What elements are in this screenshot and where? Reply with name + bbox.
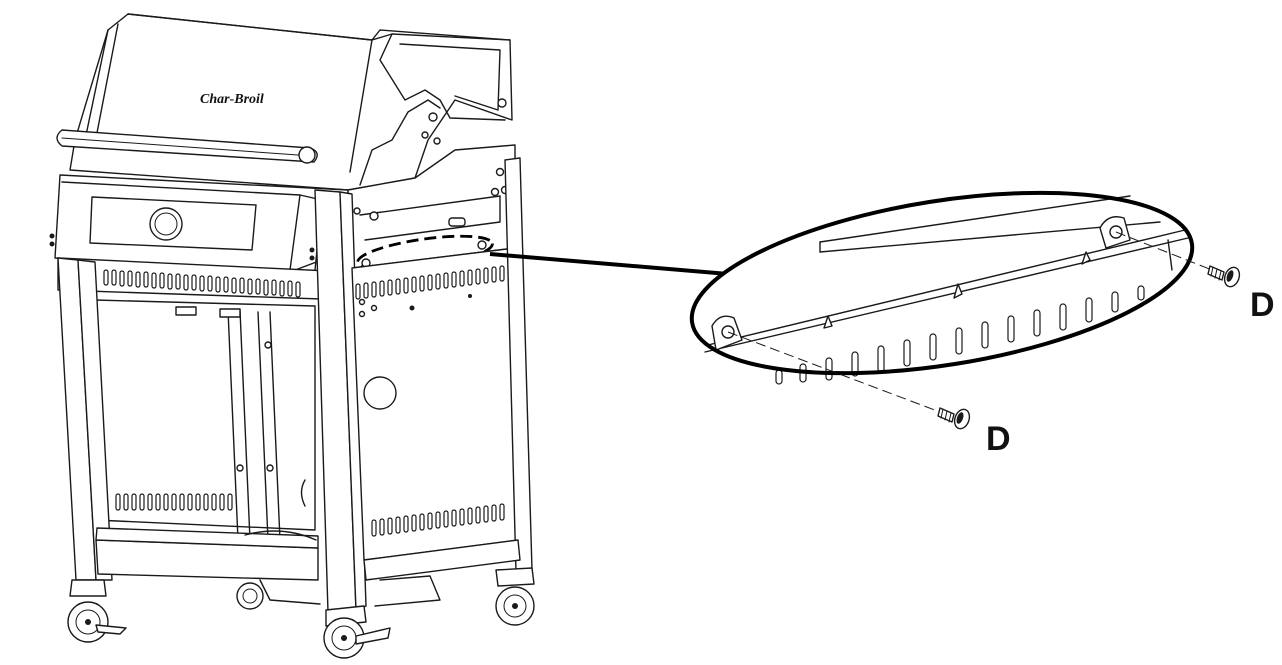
screw-icon: [1207, 265, 1241, 288]
cart-frame: [57, 157, 533, 613]
part-label-d-right: D: [1250, 286, 1275, 324]
grill-illustration: Char-Broil: [49, 13, 535, 659]
side-vents-top: [355, 265, 505, 300]
screw-alignment-line-right: [1115, 231, 1213, 271]
callout-leader-line: [489, 252, 753, 278]
front-vents-top: [103, 269, 301, 298]
detail-area-marker: [356, 234, 494, 272]
caster-wheel-icon: [323, 605, 391, 659]
magnifier-callout: [689, 190, 1195, 385]
lid-handle: [56, 129, 318, 164]
grill-lid: Char-Broil: [56, 13, 513, 191]
caster-wheel-icon: [495, 567, 535, 626]
screw-alignment-line-lower: [727, 331, 941, 413]
caster-wheel-icon: [236, 582, 264, 610]
screw-icon: [937, 407, 971, 430]
side-vents-bottom: [371, 503, 505, 537]
brand-logo: Char-Broil: [200, 92, 264, 107]
caster-wheel-icon: [67, 579, 127, 643]
control-panel: [49, 174, 349, 273]
part-label-d-lower: D: [986, 420, 1011, 458]
rear-vents-bottom: [115, 493, 233, 511]
